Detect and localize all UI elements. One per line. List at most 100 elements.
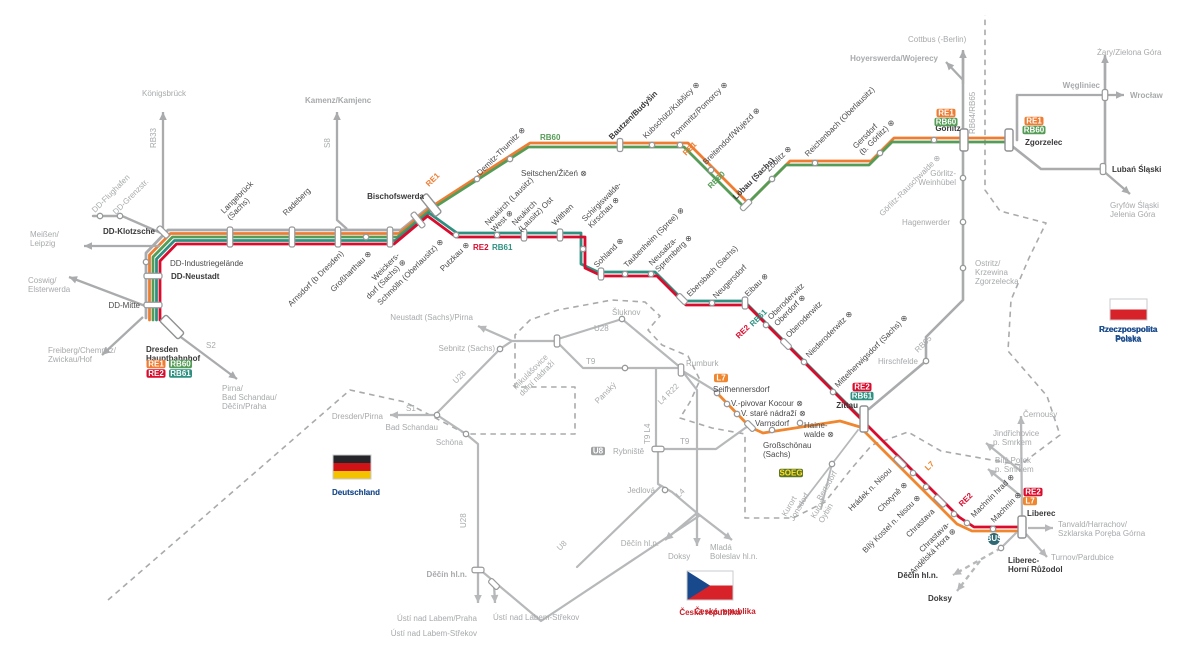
- map-label-line: Ústí nad Labem-Střekov: [391, 629, 477, 638]
- station-dot: [648, 141, 656, 149]
- map-label-line: Mladá: [710, 543, 732, 552]
- arrowhead-icon: [478, 325, 487, 333]
- station-tick: [471, 566, 485, 574]
- station-dot: [997, 544, 1005, 552]
- map-label: Rumburk: [686, 359, 719, 368]
- map-label: S8: [323, 138, 332, 148]
- station-dot: [676, 141, 684, 149]
- station-dot: [796, 419, 804, 427]
- map-label: Breitendorf/Wujezd ⊗: [701, 106, 762, 167]
- map-label-line: p. Smrkem: [993, 438, 1032, 447]
- arrow-to-freiberg: [101, 316, 144, 356]
- badge-text: RE1: [148, 359, 164, 368]
- map-label-line: DD-Mitte: [108, 301, 140, 310]
- map-label-line: RE2: [473, 243, 489, 252]
- station-dot: [708, 299, 716, 307]
- map-label-line: U28: [459, 513, 468, 528]
- map-label-line: Freiberg/Chemnitz/: [48, 346, 117, 355]
- map-label: Mikulášovicedolní nádraží: [511, 352, 557, 398]
- badge-background: [934, 117, 958, 127]
- map-label: RB65: [913, 334, 934, 355]
- arrowhead-icon: [390, 411, 398, 419]
- badge-background: [779, 468, 803, 478]
- map-label-line: U8: [555, 538, 569, 552]
- map-label-line: Görlitz-: [930, 169, 956, 178]
- station-tick: [488, 578, 500, 590]
- station-dot: [768, 426, 776, 434]
- arrow-line: [952, 546, 1002, 577]
- station-dot: [621, 270, 629, 278]
- map-label: Königsbrück: [142, 89, 187, 98]
- station-dot: [922, 357, 930, 365]
- map-label-line: Sebnitz (Sachs): [439, 344, 496, 353]
- badge-text: RE1: [1026, 116, 1042, 125]
- station-tick: [744, 420, 756, 432]
- map-label: RB60: [540, 133, 561, 142]
- station-tick: [677, 363, 685, 377]
- line-badge-re1: RE1: [146, 359, 166, 368]
- map-label-line: Černousy: [1023, 410, 1057, 419]
- map-label-line: Schöna: [436, 438, 464, 447]
- map-label-line: RB65: [913, 334, 934, 355]
- station-dot: [876, 149, 884, 157]
- map-label-line: Bad Schandau: [386, 423, 439, 432]
- badge-text: RB61: [170, 369, 191, 378]
- line-badge-re1: RE1: [1024, 116, 1044, 125]
- map-label-line: Radeberg: [281, 186, 312, 217]
- map-label-line: V. staré nádraží ⊗: [741, 409, 806, 418]
- map-label-line: Eibau ⊗: [743, 271, 770, 298]
- map-label: Sohland ⊗: [592, 236, 625, 269]
- arrow-to-pirna-s2: [169, 328, 238, 380]
- arrowhead-icon: [957, 582, 965, 591]
- map-label-line: Machnín hrad ⊗: [969, 472, 1016, 519]
- arrow-to-decin-fan: [664, 512, 698, 541]
- arrow-to-dresden-pirna: [390, 411, 437, 419]
- arrowhead-icon: [1017, 416, 1025, 425]
- station-dot: [989, 525, 997, 533]
- station-dot: [922, 483, 930, 491]
- badge-text: RB61: [852, 391, 873, 400]
- line-badge-re2: RE2: [146, 369, 166, 378]
- map-label: Görlitz: [935, 124, 960, 133]
- map-label: Großschönau(Sachs): [763, 441, 811, 459]
- map-label-line: Wrocław: [1130, 91, 1164, 100]
- badge-background: [1023, 487, 1043, 497]
- badge-background: [146, 369, 166, 378]
- badge-background: [1022, 125, 1046, 135]
- station-dot: [762, 321, 770, 329]
- station-tick: [143, 301, 163, 309]
- map-label: RE2: [734, 323, 752, 341]
- map-label: Bischofswerda: [367, 192, 424, 201]
- station-dot: [579, 245, 587, 253]
- map-label: Haine-walde ⊗: [803, 421, 834, 439]
- map-label-line: Gryfów Śląski: [1110, 201, 1159, 210]
- map-label: Panský: [593, 380, 618, 405]
- map-label-line: RB33: [149, 127, 158, 148]
- map-label: DD-Mitte: [108, 301, 140, 310]
- map-label: Sebnitz (Sachs): [439, 344, 496, 353]
- station-dot: [116, 212, 124, 220]
- station-dot: [930, 136, 938, 144]
- station-dot: [959, 218, 967, 226]
- country-border: [107, 15, 1061, 601]
- map-label: RE2: [473, 243, 489, 252]
- map-label-line: Doksy: [928, 594, 953, 603]
- map-label: Dresden/Pirna: [332, 412, 384, 421]
- arrow-to-coswig: [68, 275, 149, 309]
- map-label-line: Kamenz/Kamjenc: [305, 96, 372, 105]
- station-dot: [707, 166, 715, 174]
- line-badge-u8: U8: [591, 446, 605, 455]
- station-dot: [452, 231, 460, 239]
- country-label: Česká republika: [679, 608, 741, 617]
- map-label-line: Liberec: [1027, 509, 1056, 518]
- badge-text: SOEG: [779, 468, 802, 477]
- map-label: Liberec-Horní Růžodol: [1008, 556, 1063, 574]
- route-u28-sebnitz: [435, 339, 560, 415]
- station-dot: [800, 358, 808, 366]
- map-label-line: Bad Schandau/: [222, 393, 277, 402]
- map-label-line: T9: [680, 437, 690, 446]
- station-tick: [288, 226, 296, 248]
- map-label: Bad Schandau: [386, 423, 439, 432]
- map-label: Děčín hl.n.: [621, 539, 659, 548]
